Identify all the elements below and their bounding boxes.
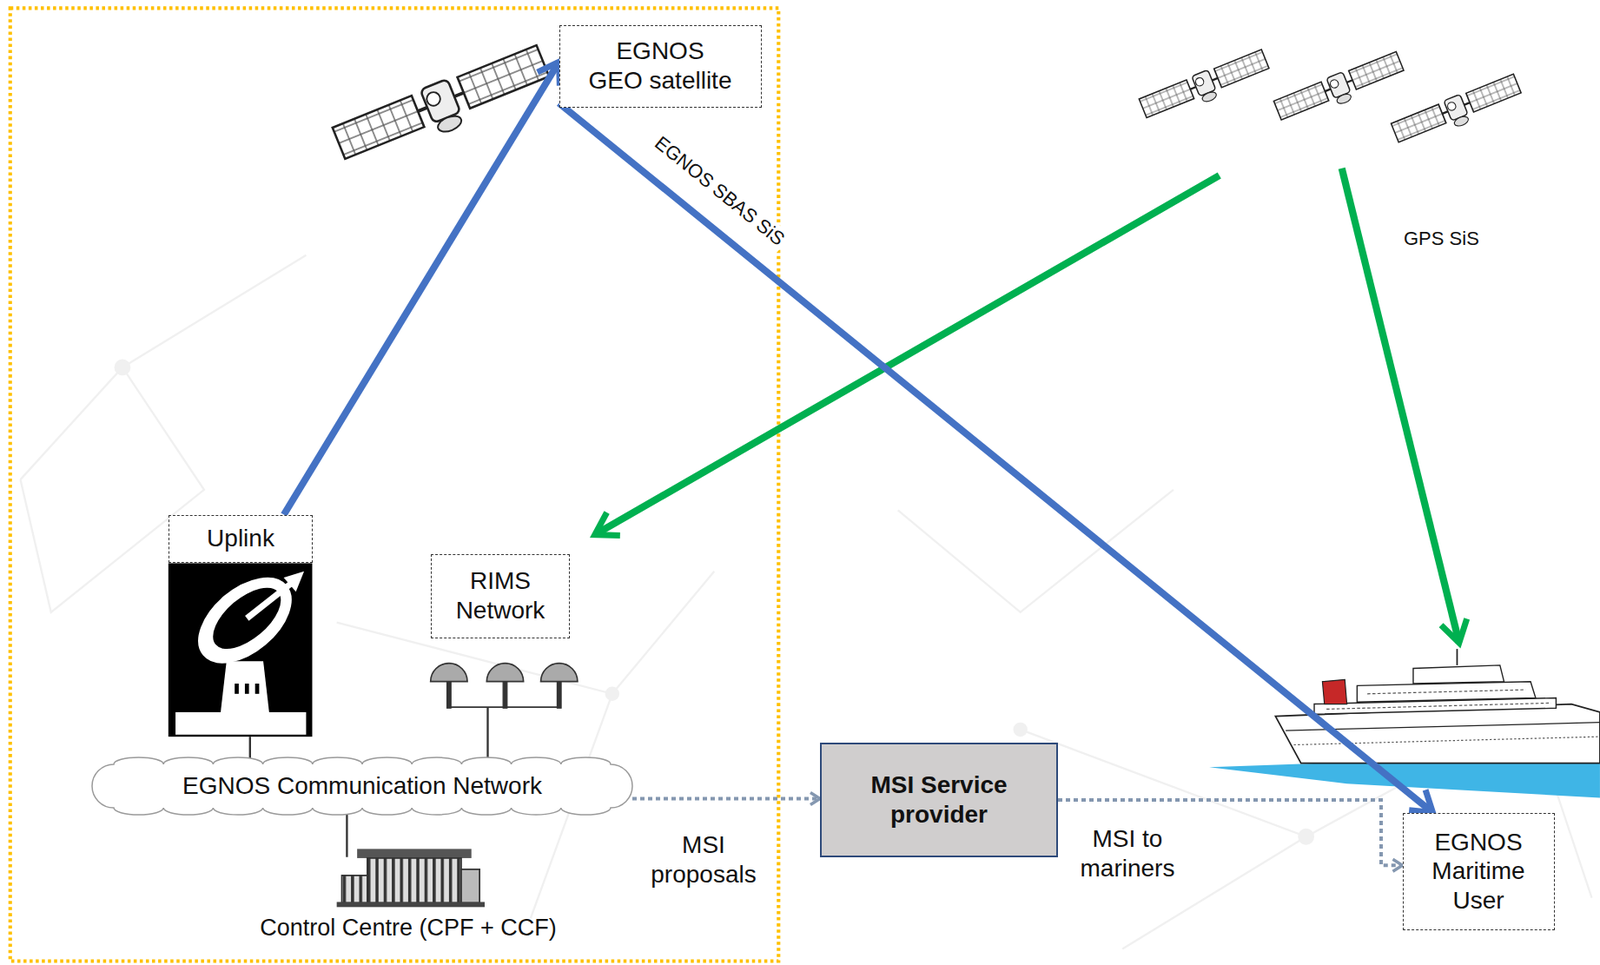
node-text: Uplink xyxy=(206,523,275,554)
node-text-group: EGNOS GEO satellite xyxy=(587,36,734,95)
rims-antenna-icon xyxy=(430,663,578,766)
gps-satellite-icon xyxy=(1390,72,1525,151)
signal-arrow xyxy=(284,61,560,515)
gps-satellite-icon xyxy=(1138,48,1273,126)
edge-label: MSI proposals xyxy=(642,830,766,889)
gps-satellite-icon xyxy=(1273,50,1408,128)
node-text: RIMS Network xyxy=(448,566,553,625)
signal-arrow xyxy=(559,103,1434,814)
node-text-group: RIMS Network xyxy=(448,566,553,625)
node-text: EGNOS Maritime User xyxy=(1424,827,1534,916)
uplink-antenna-icon xyxy=(168,562,313,737)
service-box: MSI Service provider xyxy=(819,742,1058,858)
node-text-group: MSI Service provider xyxy=(863,770,1016,829)
component-label: Control Centre (CPF + CCF) xyxy=(259,913,556,942)
background-network xyxy=(19,255,1592,950)
node-text-group: EGNOS Maritime User xyxy=(1424,827,1534,916)
node-text: MSI Service provider xyxy=(863,770,1016,829)
node-text-group: EGNOS Communication Network xyxy=(182,771,543,801)
control-centre-building-icon xyxy=(337,848,485,907)
cloud-shape xyxy=(92,757,633,815)
label-box: RIMS Network xyxy=(430,554,570,639)
message-flow-arrow xyxy=(632,797,820,801)
node-text: EGNOS GEO satellite xyxy=(587,36,734,95)
label-box: EGNOS GEO satellite xyxy=(559,25,762,108)
network-link xyxy=(345,807,348,857)
gps-signal-arrow xyxy=(595,175,1220,535)
signal-label: GPS SiS xyxy=(1403,227,1480,251)
label-box: Uplink xyxy=(168,515,313,563)
node-text: EGNOS Communication Network xyxy=(182,771,543,801)
geo-satellite-icon xyxy=(331,43,555,172)
label-box: EGNOS Maritime User xyxy=(1402,813,1555,931)
node-text-group: Uplink xyxy=(206,523,275,554)
ship-icon xyxy=(1209,648,1600,799)
edge-label: MSI to mariners xyxy=(1071,824,1185,883)
network-cloud: EGNOS Communication Network xyxy=(92,757,633,815)
